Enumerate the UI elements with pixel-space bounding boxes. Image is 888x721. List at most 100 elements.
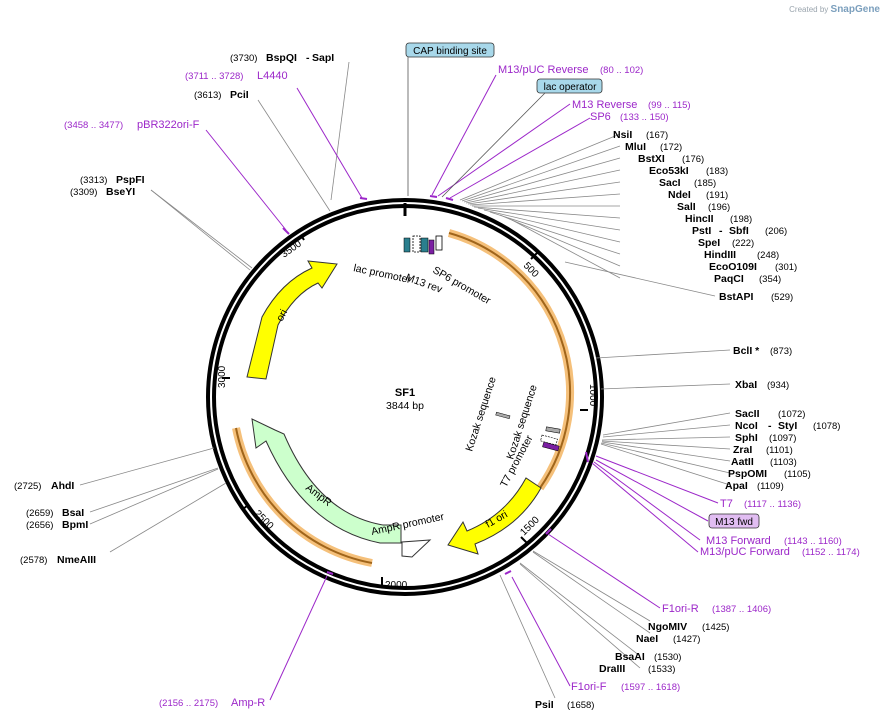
- enzyme-pos-pcii: (3613): [194, 90, 221, 101]
- enzyme-pos-zrai: (1101): [766, 445, 793, 456]
- primer-t7: T7: [720, 498, 733, 510]
- enzyme-pos-mlui: (172): [660, 142, 682, 153]
- primer-pos-f1ori-f: (1597 .. 1618): [621, 682, 680, 693]
- enzyme-pos-bcli: (873): [770, 346, 792, 357]
- enzyme-sapi: SapI: [312, 52, 334, 64]
- enzyme-pos-bpmi: (2656): [26, 520, 53, 531]
- enzyme-dash-styi: -: [768, 420, 772, 432]
- cap-binding-site-box: [405, 42, 495, 58]
- enzyme-nsii: NsiI: [613, 129, 632, 141]
- lac-operator-box: [536, 78, 603, 94]
- lac-operator-label: lac operator: [544, 82, 597, 93]
- enzyme-hindiii: HindIII: [704, 249, 736, 261]
- ampr-feature-arrow: [251, 418, 402, 544]
- brand-created-by: Created by: [789, 5, 829, 14]
- primer-m13-reverse: M13 Reverse: [572, 99, 637, 111]
- lac-operator-mark: [420, 237, 429, 253]
- enzyme-ngomiv: NgoMIV: [648, 621, 687, 633]
- enzyme-sbfi: SbfI: [729, 225, 749, 237]
- enzyme-aatii: AatII: [731, 456, 754, 468]
- enzyme-saci: SacI: [659, 177, 681, 189]
- primer-pos-amp-r: (2156 .. 2175): [159, 698, 218, 709]
- enzyme-ecoo109i: EcoO109I: [709, 261, 757, 273]
- enzyme-pos-spei: (222): [732, 238, 754, 249]
- primer-pos-m13-reverse: (99 .. 115): [648, 100, 691, 111]
- enzyme-pos-apai: (1109): [757, 481, 784, 492]
- enzyme-bsaai: BsaAI: [615, 651, 645, 663]
- enzyme-pos-paqci: (354): [759, 274, 781, 285]
- enzyme-pos-bstapi: (529): [771, 292, 793, 303]
- sp6-promoter-mark: [435, 235, 443, 251]
- cap-binding-site-label: CAP binding site: [413, 46, 487, 57]
- primer-f1ori-r: F1ori-R: [662, 603, 699, 615]
- primer-sp6: SP6: [590, 111, 611, 123]
- primer-pos-pbr322ori-f: (3458 .. 3477): [64, 120, 123, 131]
- enzyme-bstxi: BstXI: [638, 153, 665, 165]
- primer-pos-sp6: (133 .. 150): [620, 112, 669, 123]
- ori-feature-arrow: [246, 260, 338, 380]
- enzyme-bpmi: BpmI: [62, 519, 88, 531]
- primer-pos-m13-forward: (1143 .. 1160): [784, 536, 842, 547]
- enzyme-apai: ApaI: [725, 480, 748, 492]
- enzyme-ncoi: NcoI: [735, 420, 758, 432]
- cap-site-mark: [403, 237, 411, 253]
- enzyme-zrai: ZraI: [733, 444, 752, 456]
- enzyme-pos-saci: (185): [694, 178, 716, 189]
- enzyme-nmeaiii: NmeAIII: [57, 554, 96, 566]
- plasmid-size: 3844 bp: [386, 400, 424, 412]
- m13-fwd-box: [708, 513, 760, 529]
- enzyme-pos-ndei: (191): [706, 190, 728, 201]
- enzyme-pos-draiii: (1533): [648, 664, 675, 675]
- enzyme-eco53ki: Eco53kI: [649, 165, 689, 177]
- enzyme-ndei: NdeI: [668, 189, 691, 201]
- enzyme-pos-nmeaiii: (2578): [20, 555, 47, 566]
- ori-label: ori: [274, 307, 290, 323]
- enzyme-pcii: PciI: [230, 89, 249, 101]
- enzyme-bsai: BsaI: [62, 507, 84, 519]
- enzyme-pos-psti: (206): [765, 226, 787, 237]
- enzyme-naei: NaeI: [636, 633, 658, 645]
- enzyme-pos-ngomiv: (1425): [702, 622, 729, 633]
- m13-rev-mark: [428, 239, 435, 255]
- enzyme-paqci: PaqCI: [714, 273, 744, 285]
- m13-fwd-mark: [542, 441, 560, 452]
- brand-app-name: SnapGene: [830, 4, 880, 15]
- primer-pbr322ori-f: pBR322ori-F: [137, 119, 200, 131]
- lac-operator-leader-line: [441, 92, 546, 198]
- enzyme-sali: SalI: [677, 201, 696, 213]
- enzyme-bcli: BclI *: [733, 345, 760, 357]
- enzyme-pos-hindiii: (248): [757, 250, 779, 261]
- orange-track-right: [448, 232, 571, 489]
- enzyme-psii: PsiI: [535, 699, 554, 711]
- enzyme-pos-sacii: (1072): [778, 409, 805, 420]
- enzyme-pos-bseyi: (3309): [70, 187, 97, 198]
- t7-promoter-mark: [540, 434, 558, 446]
- enzyme-pos-pspomi: (1105): [784, 469, 811, 480]
- primer-pos-f1ori-r: (1387 .. 1406): [712, 604, 771, 615]
- enzyme-pos-sali: (196): [708, 202, 730, 213]
- enzyme-pspfi: PspFI: [116, 174, 145, 186]
- enzyme-pos-pspfi: (3313): [80, 175, 107, 186]
- enzyme-pos-aatii: (1103): [770, 457, 797, 468]
- primer-pos-m13-puc-reverse: (80 .. 102): [600, 65, 643, 76]
- kozak-mark-2: [545, 426, 561, 434]
- enzyme-pos-nsii: (167): [646, 130, 668, 141]
- enzyme-pos-xbai: (934): [767, 380, 789, 391]
- enzyme-bseyi: BseYI: [106, 186, 135, 198]
- tick-label-1000: 1000: [587, 384, 598, 407]
- primer-pos-l4440: (3711 .. 3728): [185, 71, 243, 82]
- enzyme-bstapi: BstAPI: [719, 291, 754, 303]
- enzyme-hincii: HincII: [685, 213, 714, 225]
- primer-l4440: L4440: [257, 70, 288, 82]
- tick-label-3000: 3000: [217, 365, 228, 388]
- enzyme-dash-sbfi: -: [719, 225, 723, 237]
- f1-ori-feature-arrow: [447, 477, 542, 555]
- enzyme-sphi: SphI: [735, 432, 758, 444]
- m13-fwd-label: M13 fwd: [715, 517, 753, 528]
- primer-pos-m13-puc-forward: (1152 .. 1174): [802, 547, 860, 558]
- enzyme-pos-ncoi: (1078): [813, 421, 840, 432]
- kozak-mark-1: [495, 411, 511, 420]
- primer-m13-forward: M13 Forward: [706, 535, 771, 547]
- enzyme-dash-sapi: -: [306, 52, 310, 64]
